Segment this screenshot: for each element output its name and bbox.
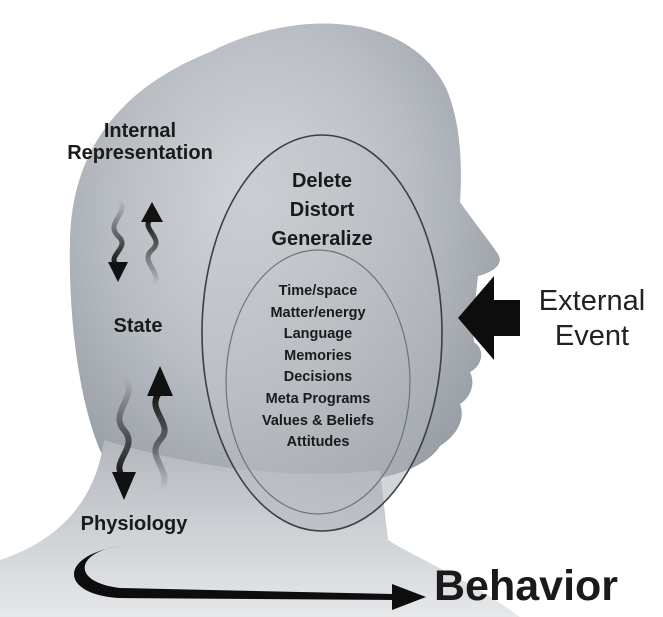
external-event-line-1: External xyxy=(538,285,646,317)
filter-distort: Distort xyxy=(289,199,355,221)
internal-representation-line-2: Representation xyxy=(67,141,213,164)
filter-generalize: Generalize xyxy=(271,228,373,250)
filter-matter-energy: Matter/energy xyxy=(270,304,366,321)
external-event-arrow xyxy=(458,276,520,360)
external-event-line-2: Event xyxy=(554,320,630,353)
arrowhead-down-lower xyxy=(112,472,136,500)
behavior-arrow xyxy=(74,546,426,610)
outer-filter-list: Delete Distort Generalize xyxy=(232,167,412,254)
squiggle-arrow-down-lower xyxy=(116,375,132,481)
external-event-label: External Event xyxy=(522,284,662,355)
filter-decisions: Decisions xyxy=(283,369,353,386)
squiggle-arrow-up-lower xyxy=(152,389,168,493)
filter-attitudes: Attitudes xyxy=(286,434,350,451)
filter-memories: Memories xyxy=(284,347,352,364)
squiggle-arrow-down-upper xyxy=(111,197,125,269)
filter-delete: Delete xyxy=(291,170,353,192)
physiology-label: Physiology xyxy=(80,513,188,535)
inner-filter-oval xyxy=(225,249,411,515)
internal-representation-line-1: Internal xyxy=(103,120,177,142)
filter-language: Language xyxy=(283,326,353,343)
squiggle-arrow-up-upper xyxy=(145,215,159,289)
internal-representation-label: Internal Representation xyxy=(40,120,240,164)
behavior-label: Behavior xyxy=(434,562,619,610)
outer-filter-oval xyxy=(201,134,443,532)
state-label: State xyxy=(113,315,163,337)
filter-values-beliefs: Values & Beliefs xyxy=(261,412,375,429)
filter-time-space: Time/space xyxy=(278,283,358,299)
arrowhead-up-lower xyxy=(147,366,173,396)
filter-meta-programs: Meta Programs xyxy=(265,390,371,407)
inner-filter-list: Time/space Matter/energy Language Memori… xyxy=(232,281,404,454)
arrowhead-up-upper xyxy=(141,202,163,222)
arrowhead-down-upper xyxy=(108,262,128,282)
